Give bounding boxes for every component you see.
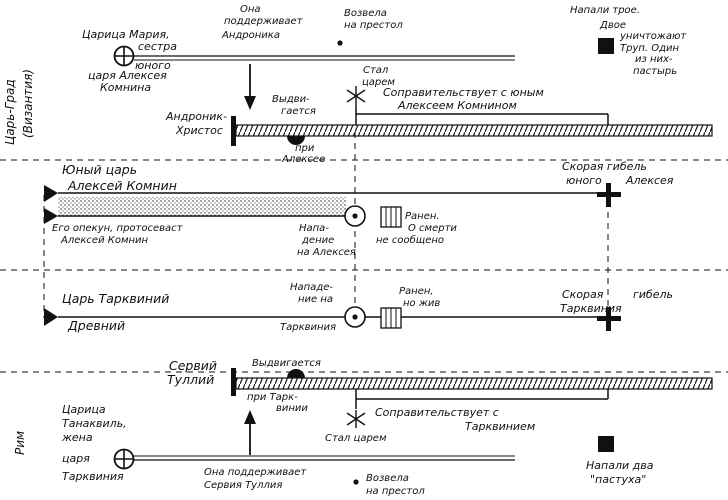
andronicus-label: Андроник- Христос bbox=[165, 110, 231, 137]
tarquin-death-cross-icon bbox=[597, 307, 621, 331]
attack-on-alexei-label: Напа- дение на Алексея bbox=[297, 223, 356, 258]
rises-label-top: Выдви- гается bbox=[272, 94, 316, 117]
alexei-start-triangle bbox=[44, 185, 58, 202]
corule-label-top: Соправительствует с юным Алексеем Комнин… bbox=[383, 86, 547, 112]
under-alexei-half-disk bbox=[287, 136, 305, 145]
under-tarquin-half-disk bbox=[287, 369, 305, 378]
rises-label-bottom: Выдвигается bbox=[252, 358, 321, 369]
tarquin-start-triangle bbox=[44, 308, 58, 326]
arrow-down-icon bbox=[244, 64, 256, 110]
side-label-byzantium: Царь-Град bbox=[3, 79, 17, 145]
servius-hatched-timeline bbox=[235, 377, 713, 390]
under-tarquin-label: при Тарк- винии bbox=[247, 392, 308, 414]
became-tsar-label-top: Стал царем bbox=[362, 65, 395, 88]
wounded-grid-icon-tarquin bbox=[380, 307, 402, 329]
tanaquil-supports-servius-label: Она поддерживает Сервия Туллия bbox=[204, 467, 309, 491]
wounded-alexei-label: Ранен. О смерти не сообщено bbox=[376, 211, 460, 246]
empress-tanaquil-symbol bbox=[113, 448, 135, 470]
enthroned-marker-top bbox=[337, 40, 343, 46]
attacked-two-label: Напали два "пастуха" bbox=[586, 459, 657, 486]
guardian-label: Его опекун, протосеваст Алексей Комнин bbox=[52, 223, 186, 246]
tarquin-name: Царь Тарквиний Древний bbox=[62, 291, 173, 333]
attacked-three-label: Напали трое. Двое уничтожают Труп. Один … bbox=[570, 5, 689, 77]
servius-label: Сервий Туллий bbox=[167, 358, 221, 387]
side-label-byzantium-paren: (Византия) bbox=[21, 69, 35, 138]
wounded-tarquin-label: Ранен, но жив bbox=[399, 286, 440, 309]
empress-maria-symbol bbox=[113, 45, 135, 67]
attack-on-tarquin-label: Нападе- ние на Тарквиния bbox=[280, 282, 336, 333]
enthroned-label-bottom: Возвела на престол bbox=[366, 473, 425, 497]
alexei-death-cross-icon bbox=[597, 183, 621, 207]
guardian-dotted-timeline bbox=[58, 197, 346, 216]
arrow-up-icon bbox=[244, 410, 256, 455]
alexei-death-label: Скорая гибель юного Алексея bbox=[562, 160, 674, 187]
empress-tanaquil-label: Царица Танаквиль, жена царя Тарквиния bbox=[61, 403, 130, 483]
empress-maria-label: Царица Мария, сестра юного царя Алексея … bbox=[82, 28, 181, 94]
became-tsar-star-bottom bbox=[346, 410, 366, 428]
guardian-start-triangle bbox=[44, 208, 58, 224]
became-tsar-star-top bbox=[346, 86, 366, 106]
enthroned-label-top: Возвела на престол bbox=[344, 8, 403, 31]
andronicus-hatched-timeline bbox=[235, 124, 713, 137]
attack-on-alexei-target-icon bbox=[344, 205, 366, 227]
corule-label-bottom: Соправительствует с Тарквинием bbox=[375, 406, 535, 433]
maria-supports-andronicus-label: Она поддерживает Андроника bbox=[221, 4, 306, 41]
servius-start-bar bbox=[231, 368, 236, 396]
attack-square-bottom bbox=[598, 436, 614, 452]
tarquin-death-label: Скорая гибель Тарквиния bbox=[560, 288, 677, 315]
young-alexei-name: Юный царь Алексей Комнин bbox=[62, 162, 177, 193]
andronicus-start-bar bbox=[231, 116, 236, 146]
enthroned-marker-bottom bbox=[353, 479, 359, 485]
attack-square-top bbox=[598, 38, 614, 54]
attack-on-tarquin-target-icon bbox=[344, 306, 366, 328]
wounded-grid-icon-alexei bbox=[380, 206, 402, 228]
side-label-rome: Рим bbox=[13, 431, 27, 455]
under-alexei-label: при Алексее bbox=[281, 143, 325, 165]
became-tsar-label-bottom: Стал царем bbox=[325, 433, 387, 444]
